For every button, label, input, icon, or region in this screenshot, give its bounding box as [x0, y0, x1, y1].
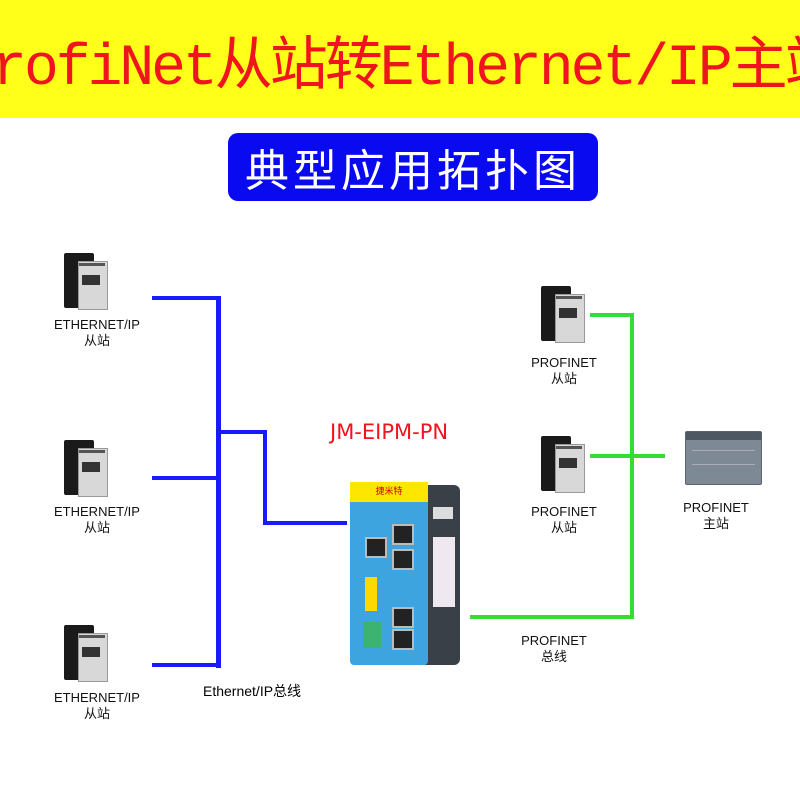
gateway-model-label: JM-EIPM-PN: [330, 420, 449, 444]
profinet-link: [590, 313, 632, 317]
ethernetip-slave-drive-icon: [64, 253, 108, 310]
page-title: ProfiNet从站转Ethernet/IP主站: [0, 36, 800, 102]
title-banner: ProfiNet从站转Ethernet/IP主站: [0, 0, 800, 118]
profinet-link: [470, 615, 634, 619]
profinet-slave-drive-icon: [541, 286, 585, 343]
plc-master-icon: [685, 431, 762, 485]
profinet-bus-line: [630, 313, 634, 619]
ethernetip-link: [152, 296, 218, 300]
ethernetip-link: [152, 476, 218, 480]
ethernetip-slave-drive-icon: [64, 625, 108, 682]
profinet-slave-drive-icon: [541, 436, 585, 493]
gateway-brand-label: 捷米特: [350, 482, 428, 502]
ethernetip-link: [218, 430, 267, 434]
ethernetip-slave-drive-icon: [64, 440, 108, 497]
ethernetip-bus-label: Ethernet/IP总线: [203, 683, 302, 699]
ethernetip-link: [263, 521, 347, 525]
gateway-device-icon: 捷米特: [345, 477, 460, 667]
profinet-link: [590, 454, 665, 458]
ethernetip-bus-line: [216, 296, 221, 668]
ethernetip-link: [152, 663, 218, 667]
subtitle-box: 典型应用拓扑图: [228, 133, 598, 201]
ethernetip-link: [263, 430, 267, 525]
